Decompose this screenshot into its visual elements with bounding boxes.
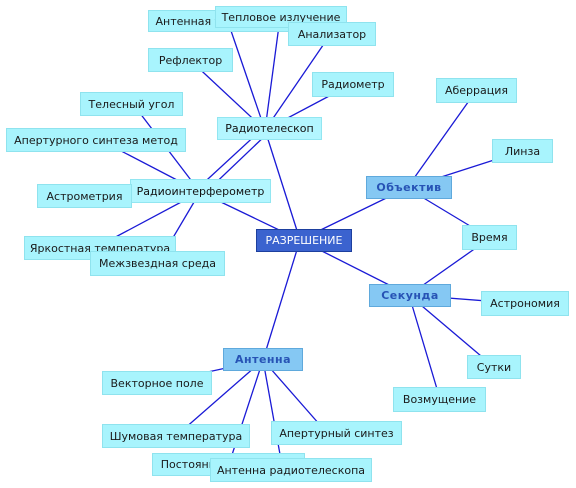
node-vector-field[interactable]: Векторное поле	[102, 371, 212, 395]
node-aperture-synthesis[interactable]: Апертурный синтез	[271, 421, 402, 445]
node-antenna[interactable]: Антенна	[223, 348, 303, 371]
edge-rt-analyzer	[264, 34, 331, 131]
node-perturbation[interactable]: Возмущение	[393, 387, 486, 412]
node-radiotelescope-antenna[interactable]: Антенна радиотелескопа	[210, 458, 372, 482]
node-time[interactable]: Время	[462, 225, 517, 250]
node-solid-angle[interactable]: Телесный угол	[80, 92, 183, 116]
node-astronomy[interactable]: Астрономия	[481, 291, 569, 316]
edge-ant-aperture	[262, 359, 328, 434]
edge-root-antenna	[262, 239, 301, 361]
node-aberration[interactable]: Аберрация	[436, 78, 517, 103]
node-reflector[interactable]: Рефлектор	[148, 48, 233, 72]
edge-rt-thermal	[264, 17, 281, 131]
node-interstellar-medium[interactable]: Межзвездная среда	[90, 251, 225, 276]
node-radiotelescope[interactable]: Радиотелескоп	[217, 117, 322, 140]
edge-rt-antenna-temp	[227, 21, 266, 131]
node-second[interactable]: Секунда	[369, 284, 451, 307]
edge-root-radiotelescope	[264, 129, 301, 241]
node-astrometry[interactable]: Астрометрия	[37, 184, 132, 208]
node-day[interactable]: Сутки	[467, 355, 521, 379]
root-node[interactable]: РАЗРЕШЕНИЕ	[256, 229, 352, 252]
edge-sec-perturbation	[408, 294, 441, 400]
node-radiometer[interactable]: Радиометр	[312, 72, 394, 97]
edge-obj-aberration	[406, 90, 477, 189]
node-lens[interactable]: Линза	[492, 139, 553, 163]
edge-ant-rt-antenna	[262, 359, 284, 472]
node-aperture-synthesis-method[interactable]: Апертурного синтеза метод	[6, 128, 186, 152]
node-analyzer[interactable]: Анализатор	[288, 22, 376, 46]
node-noise-temperature[interactable]: Шумовая температура	[102, 424, 250, 448]
node-radiointerferometer[interactable]: Радиоинтерферометр	[130, 179, 271, 203]
node-objective[interactable]: Объектив	[366, 176, 452, 199]
edge-ant-noise	[175, 359, 264, 437]
